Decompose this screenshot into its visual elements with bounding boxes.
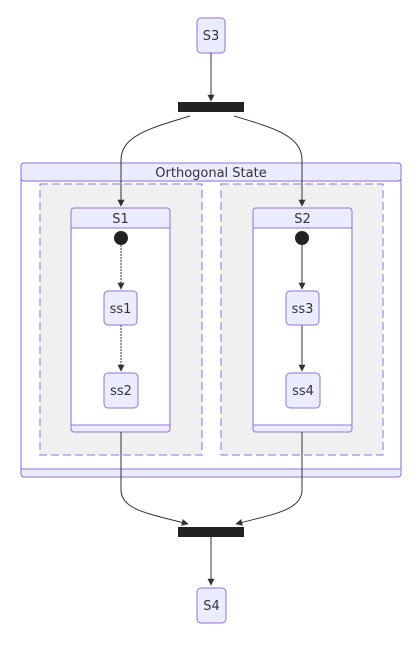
state-ss3[interactable]: ss3 xyxy=(285,290,320,326)
state-s4[interactable]: S4 xyxy=(196,587,227,624)
start-node-s2 xyxy=(295,231,309,245)
transition-s2-join xyxy=(235,432,303,526)
transition-s1-join xyxy=(120,432,189,526)
state-ss2[interactable]: ss2 xyxy=(103,372,139,409)
state-ss2-label: ss2 xyxy=(110,384,132,399)
state-ss1[interactable]: ss1 xyxy=(103,290,138,326)
fork-bar xyxy=(178,102,244,112)
state-ss3-label: ss3 xyxy=(292,302,314,317)
state-s3-label: S3 xyxy=(203,29,220,44)
state-s3[interactable]: S3 xyxy=(196,17,226,54)
transition-fork-s1 xyxy=(117,115,191,207)
state-orthogonal-title: Orthogonal State xyxy=(155,166,266,181)
state-ss1-label: ss1 xyxy=(110,302,132,317)
transition-fork-s2 xyxy=(233,115,306,207)
state-s1-title: S1 xyxy=(112,212,129,227)
state-s2-title: S2 xyxy=(294,212,311,227)
state-s4-label: S4 xyxy=(203,599,220,614)
state-ss4[interactable]: ss4 xyxy=(285,372,321,409)
join-bar xyxy=(178,527,244,537)
start-node-s1 xyxy=(114,231,128,245)
state-ss4-label: ss4 xyxy=(292,384,314,399)
